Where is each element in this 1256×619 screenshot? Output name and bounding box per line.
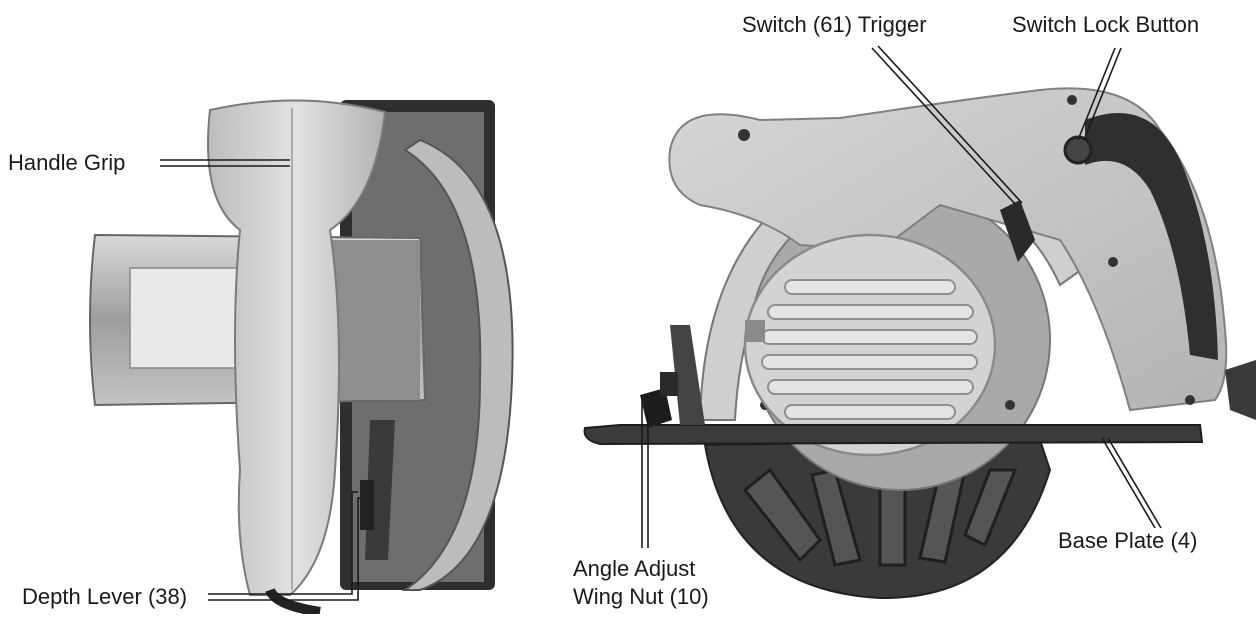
handle-body-front: [207, 99, 387, 596]
leader-switch-lock: [1077, 47, 1116, 141]
label-handle-grip: Handle Grip: [8, 150, 126, 175]
angle-bracket: [670, 325, 705, 425]
leader-base-plate: [1101, 437, 1156, 529]
rubber-grip: [1085, 113, 1218, 360]
trigger-part: [1000, 200, 1035, 262]
label-switch-lock: Switch Lock Button: [1012, 12, 1200, 37]
leader-lines: [160, 45, 1162, 601]
base-plate-part: [583, 424, 1204, 446]
label-angle-adjust-line2: Wing Nut (10): [573, 584, 709, 609]
saw-side-view: [583, 87, 1256, 600]
label-angle-adjust-line1: Angle Adjust: [573, 556, 696, 581]
lock-button-part: [1063, 135, 1093, 165]
saw-front-view: [89, 99, 514, 617]
depth-lever-part: [360, 480, 374, 530]
blade-guard-front: [401, 138, 514, 591]
leader-depth-lever: [208, 491, 358, 595]
leader-switch-trigger: [871, 47, 1017, 206]
label-switch-trigger: Switch (61) Trigger: [742, 12, 927, 37]
motor-vent-cover: [743, 233, 997, 457]
label-base-plate: Base Plate (4): [1058, 528, 1198, 553]
label-depth-lever: Depth Lever (38): [22, 584, 188, 609]
